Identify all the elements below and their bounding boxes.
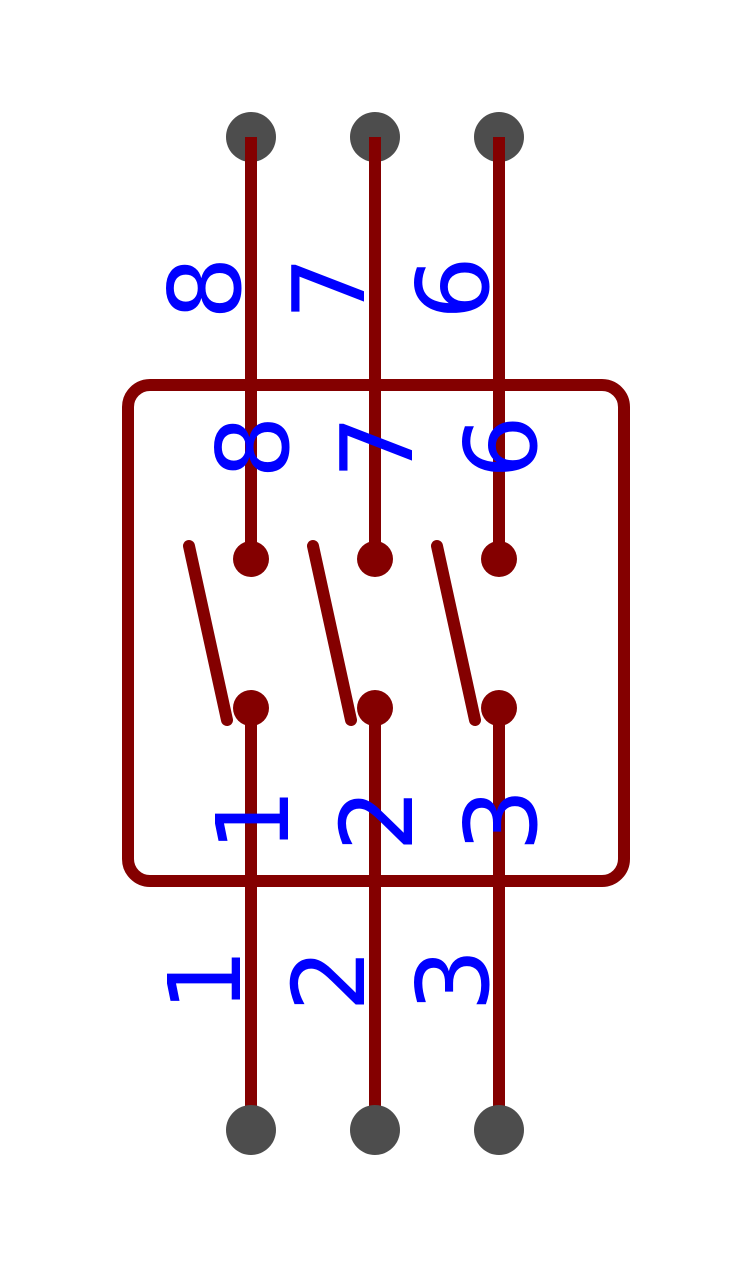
contact-top-6 bbox=[481, 541, 517, 577]
pin-name-1: 1 bbox=[195, 788, 312, 852]
switch-lever-2 bbox=[307, 540, 357, 726]
contact-top-8 bbox=[233, 541, 269, 577]
contact-bottom-3 bbox=[481, 690, 517, 726]
pad-pin-2[interactable] bbox=[350, 1105, 400, 1155]
contact-top-7 bbox=[357, 541, 393, 577]
pin-number-3: 3 bbox=[395, 948, 512, 1012]
contact-bottom-1 bbox=[233, 690, 269, 726]
switch-lever-1 bbox=[183, 540, 233, 726]
pad-pin-3[interactable] bbox=[474, 1105, 524, 1155]
top-pins bbox=[226, 112, 524, 559]
pad-pin-1[interactable] bbox=[226, 1105, 276, 1155]
pin-number-6: 6 bbox=[395, 256, 512, 320]
bottom-pins bbox=[226, 708, 524, 1155]
pin-name-8: 8 bbox=[195, 415, 312, 479]
pin-number-7: 7 bbox=[271, 256, 388, 320]
pin-numbers: 8 7 6 1 2 3 bbox=[147, 256, 512, 1012]
pin-number-1: 1 bbox=[147, 948, 264, 1012]
contact-bottom-2 bbox=[357, 690, 393, 726]
pin-name-3: 3 bbox=[443, 788, 560, 852]
pin-name-2: 2 bbox=[319, 788, 436, 852]
switch-lever-3 bbox=[431, 540, 481, 726]
pin-number-2: 2 bbox=[271, 948, 388, 1012]
pin-name-6: 6 bbox=[443, 415, 560, 479]
pin-name-7: 7 bbox=[319, 415, 436, 479]
switch-levers bbox=[183, 540, 481, 726]
switch-contacts bbox=[233, 541, 517, 726]
pin-number-8: 8 bbox=[147, 256, 264, 320]
pin-names: 8 7 6 1 2 3 bbox=[195, 415, 560, 852]
